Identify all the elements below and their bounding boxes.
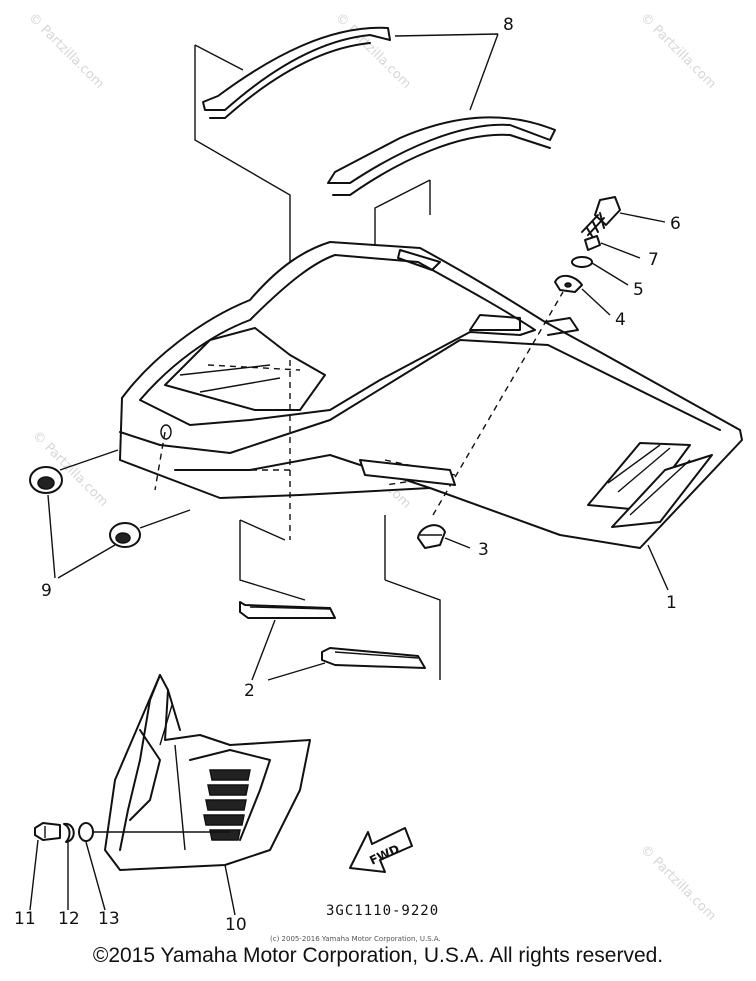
small-copyright: (c) 2005-2016 Yamaha Motor Corporation, … [270, 935, 441, 943]
callout-7: 7 [648, 250, 659, 270]
callout-5: 5 [633, 280, 644, 300]
callout-13: 13 [98, 909, 120, 929]
diagram-code: 3GC1110-9220 [326, 903, 439, 919]
callout-3: 3 [478, 540, 489, 560]
clip-fastener [417, 524, 446, 549]
watermark: © Partzilla.com [637, 842, 719, 924]
rubber-strip-upper [239, 601, 336, 619]
trim-strip-upper [202, 26, 391, 119]
clip [584, 235, 601, 251]
grommet-lower [109, 522, 141, 548]
leader-line [394, 33, 499, 111]
grommet-upper [29, 466, 63, 494]
bolt [34, 822, 61, 841]
lower-cover [104, 674, 311, 871]
callout-11: 11 [14, 909, 36, 929]
leader-line [224, 864, 236, 916]
label-decal [359, 459, 456, 486]
screw [581, 196, 621, 237]
leader-line [59, 449, 191, 529]
leader-line [581, 212, 666, 316]
engine-cover [119, 241, 743, 549]
watermark: © Partzilla.com [25, 10, 107, 92]
leader-line [47, 494, 116, 579]
guide-line [384, 515, 441, 680]
footer-copyright: ©2015 Yamaha Motor Corporation, U.S.A. A… [92, 944, 664, 967]
spring-washer [63, 822, 75, 843]
leader-line [647, 544, 669, 591]
callout-12: 12 [58, 909, 80, 929]
guide-line [239, 519, 306, 601]
watermark: © Partzilla.com [637, 10, 719, 92]
watermark: © Partzilla.com [332, 10, 414, 92]
hidden-line [154, 360, 301, 540]
callout-8: 8 [503, 15, 514, 35]
leader-line [251, 619, 326, 681]
forward-arrow: FWD [349, 827, 413, 873]
callout-10: 10 [225, 915, 247, 935]
leader-line [29, 839, 106, 911]
guide-line [194, 44, 291, 295]
callout-2: 2 [244, 681, 255, 701]
flat-washer [78, 822, 94, 842]
callout-1: 1 [666, 593, 677, 613]
callout-9: 9 [41, 581, 52, 601]
leader-line [444, 537, 471, 549]
trim-strip-lower [327, 116, 556, 196]
washer [571, 256, 593, 268]
grommet-nut [554, 274, 583, 293]
callout-6: 6 [670, 214, 681, 234]
rubber-strip-lower [321, 647, 426, 669]
callout-4: 4 [615, 310, 626, 330]
